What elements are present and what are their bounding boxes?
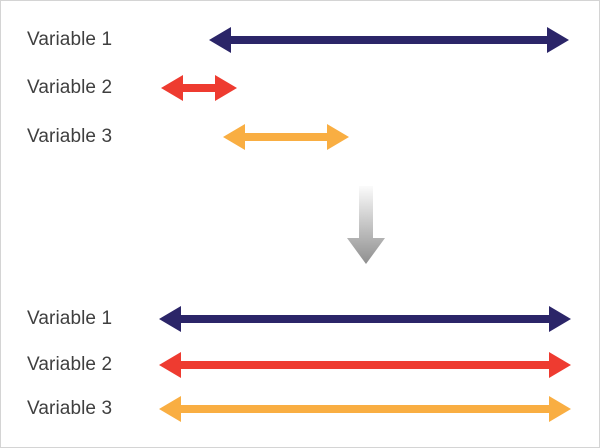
bottom-variable-1-label: Variable 1 [27, 308, 113, 329]
bottom-variable-3-arrow [159, 396, 571, 422]
top-variable-1-arrow [209, 27, 569, 53]
top-variable-1-label: Variable 1 [27, 29, 113, 50]
bottom-variable-3-label: Variable 3 [27, 398, 113, 419]
bottom-variable-1-arrow [159, 306, 571, 332]
bottom-variable-2-label: Variable 2 [27, 354, 113, 375]
top-variable-3-arrow [223, 124, 349, 150]
bottom-variable-2-arrow [159, 352, 571, 378]
top-variable-2-arrow [161, 75, 237, 101]
arrow-down-icon [347, 186, 385, 264]
top-variable-3-label: Variable 3 [27, 126, 113, 147]
top-variable-2-label: Variable 2 [27, 77, 113, 98]
